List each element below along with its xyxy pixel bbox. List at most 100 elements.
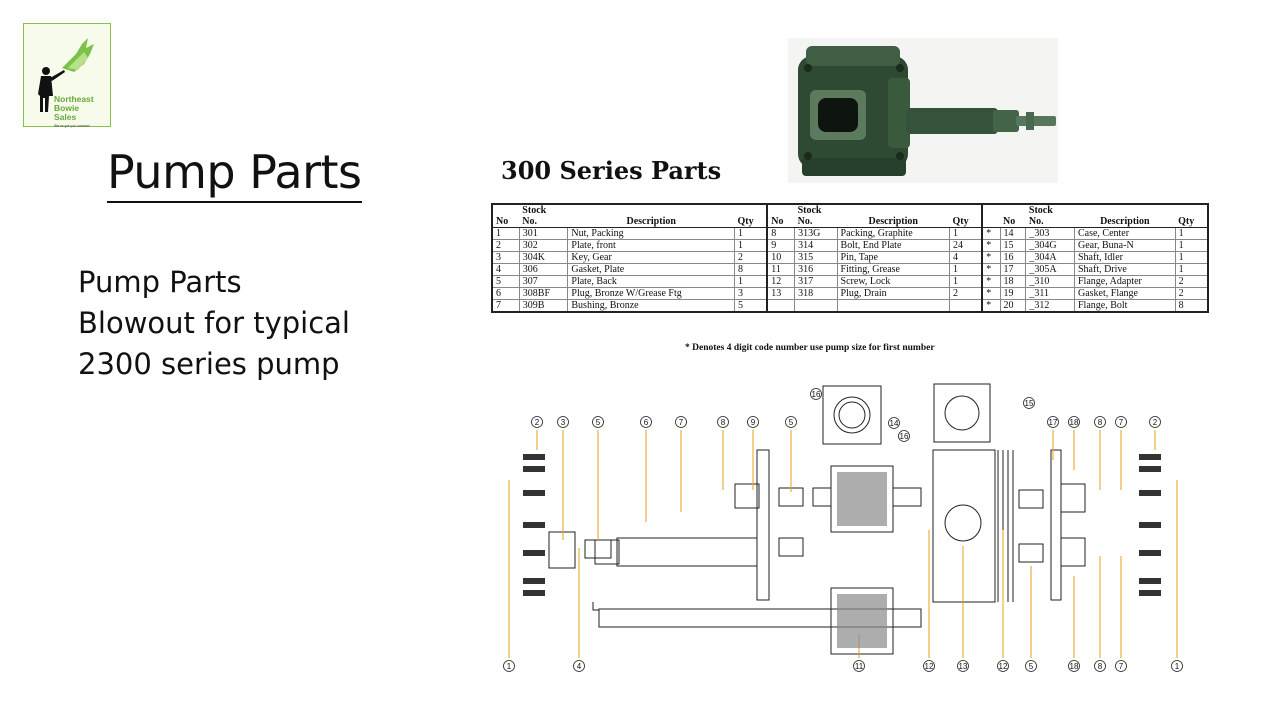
top-callout-circle xyxy=(747,416,759,428)
top-callout-label: 15 xyxy=(1025,399,1034,408)
top-callout-circle xyxy=(1068,416,1080,428)
table-cell: 6 xyxy=(492,287,520,300)
series-heading: 300 Series Parts xyxy=(501,156,722,185)
table-cell: * xyxy=(982,299,1001,313)
slide-title: Pump Parts xyxy=(107,143,362,203)
top-callout-circle xyxy=(1047,416,1059,428)
logo-line-1: Northeast xyxy=(54,94,94,104)
table-cell: 2 xyxy=(949,287,984,300)
table-cell xyxy=(767,299,796,313)
table-cell: 318 xyxy=(794,287,838,300)
table-cell: Gasket, Flange xyxy=(1074,287,1176,300)
top-callout-circle xyxy=(717,416,729,428)
logo-graphic xyxy=(38,38,94,112)
top-callout-label: 16 xyxy=(900,432,909,441)
table-cell xyxy=(837,299,950,313)
bushing-right-top xyxy=(1018,489,1044,509)
top-callout-circle xyxy=(1023,397,1035,409)
col-no: No xyxy=(1000,204,1026,228)
col-no: No xyxy=(767,204,795,228)
table-cell: 11 xyxy=(767,263,796,276)
front-plate xyxy=(756,449,770,601)
bushing-packing xyxy=(584,539,612,559)
bottom-callout-circle xyxy=(1025,660,1037,672)
bottom-callout-label: 1 xyxy=(507,662,512,671)
logo-line-3: Sales xyxy=(54,112,77,122)
table-cell: 13 xyxy=(767,287,796,300)
col-stock-label: Stock xyxy=(797,205,822,216)
col-description: Description xyxy=(837,204,950,228)
col-qty: Qty xyxy=(949,204,984,228)
col-no: No xyxy=(492,204,520,228)
table-cell: 2 xyxy=(492,239,520,252)
bushing-right-bottom xyxy=(1018,543,1044,563)
adapter-flange-bottom xyxy=(1060,537,1086,567)
top-callout-label: 8 xyxy=(721,418,726,427)
logo-line-2: Bowie xyxy=(54,103,80,113)
top-callout-circle xyxy=(1094,416,1106,428)
table-cell: 1 xyxy=(1175,239,1209,252)
body-line-2: Blowout for typical xyxy=(78,306,350,340)
table-footnote: * Denotes 4 digit code number use pump s… xyxy=(685,343,935,353)
table-cell: Plate, Back xyxy=(567,275,735,288)
table-cell: 302 xyxy=(519,239,569,252)
drive-shaft xyxy=(616,537,768,567)
table-cell: 4 xyxy=(492,263,520,276)
flange-view-left xyxy=(822,385,882,445)
case-bore xyxy=(944,504,982,542)
table-cell: 1 xyxy=(734,275,769,288)
leader-lines xyxy=(508,430,1178,658)
bottom-callout-label: 11 xyxy=(855,662,864,671)
table-cell: 313G xyxy=(794,227,838,240)
table-cell: 2 xyxy=(734,251,769,264)
bottom-callout-label: 5 xyxy=(1029,662,1034,671)
table-cell: Gasket, Plate xyxy=(567,263,735,276)
table-cell: _310 xyxy=(1025,275,1075,288)
table-cell: 19 xyxy=(1000,287,1027,300)
table-cell: 5 xyxy=(492,275,520,288)
top-callout-label: 2 xyxy=(1153,418,1158,427)
table-cell: _304A xyxy=(1025,251,1075,264)
bottom-callout-label: 12 xyxy=(999,662,1008,671)
bottom-callout-label: 18 xyxy=(1070,662,1079,671)
top-callout-label: 17 xyxy=(1049,418,1058,427)
table-cell: 1 xyxy=(734,239,769,252)
top-callout-label: 16 xyxy=(812,390,821,399)
table-cell: Bushing, Bronze xyxy=(567,299,735,313)
back-plate xyxy=(1050,449,1062,601)
table-cell: Plug, Drain xyxy=(837,287,950,300)
table-cell: 16 xyxy=(1000,251,1027,264)
bushing-left xyxy=(734,483,760,509)
col-stock-no-label: No. xyxy=(522,216,538,227)
table-cell: 10 xyxy=(767,251,796,264)
table-cell: 314 xyxy=(794,239,838,252)
table-cell: 2 xyxy=(1175,275,1209,288)
center-case xyxy=(932,449,996,603)
table-cell xyxy=(794,299,838,313)
table-cell: Fitting, Grease xyxy=(837,263,950,276)
top-callout-label: 18 xyxy=(1070,418,1079,427)
top-callout-circle xyxy=(531,416,543,428)
flange-bore-inner-left xyxy=(838,401,866,429)
top-callout-label: 7 xyxy=(679,418,684,427)
body-text: Pump Parts Blowout for typical 2300 seri… xyxy=(78,262,350,385)
table-cell: 4 xyxy=(949,251,984,264)
table-cell: Bolt, End Plate xyxy=(837,239,950,252)
top-callout-label: 7 xyxy=(1119,418,1124,427)
table-cell: Key, Gear xyxy=(567,251,735,264)
table-cell: 1 xyxy=(734,227,769,240)
col-description: Description xyxy=(1074,204,1176,228)
table-cell: 1 xyxy=(949,263,984,276)
table-cell: _311 xyxy=(1025,287,1075,300)
table-cell: 20 xyxy=(1000,299,1027,313)
bottom-callout-circle xyxy=(957,660,969,672)
bottom-callout-label: 8 xyxy=(1098,662,1103,671)
bolt-stacks xyxy=(523,454,1161,596)
top-callout-circle xyxy=(1115,416,1127,428)
